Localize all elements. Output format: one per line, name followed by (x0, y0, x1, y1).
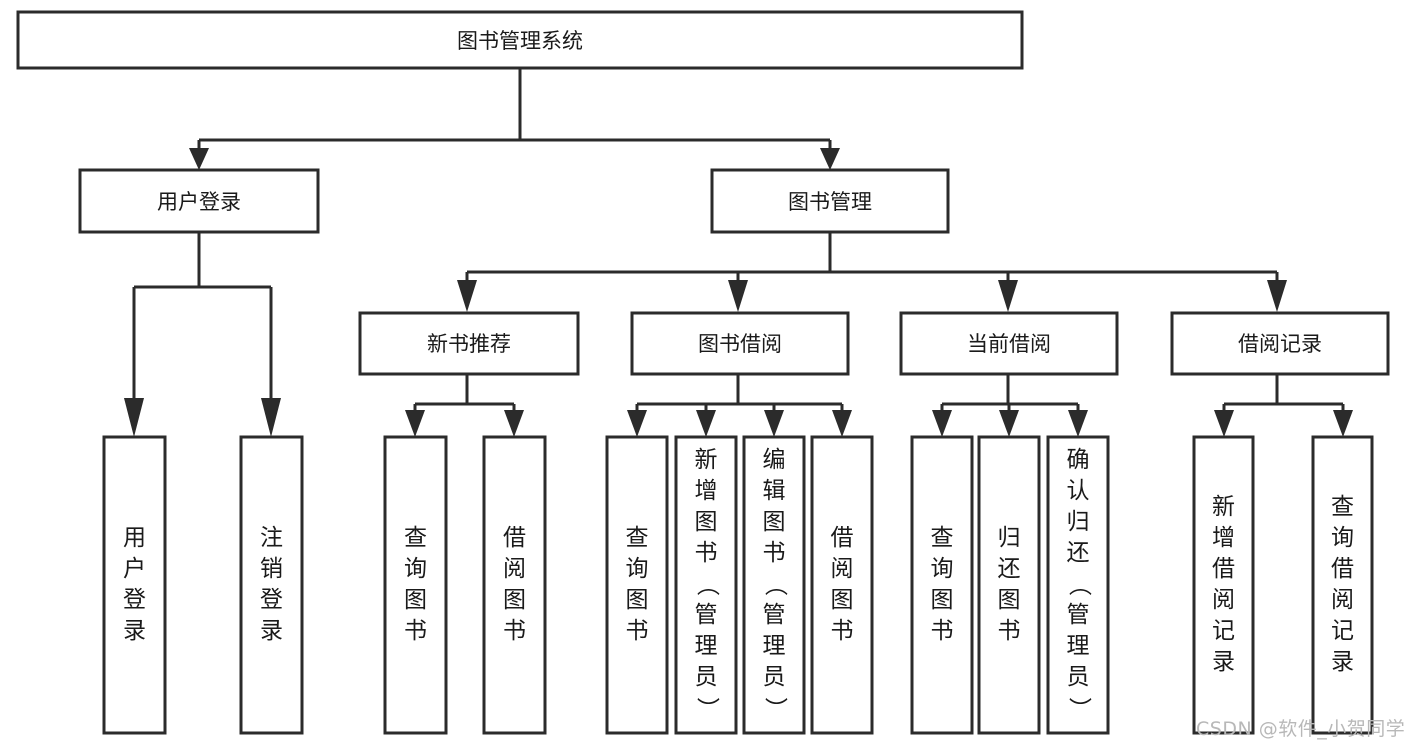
arrowhead-borrow-record (1267, 280, 1287, 312)
arrowhead-leaf-logout (261, 398, 281, 437)
arrowhead-nb-borrow (504, 410, 524, 437)
arrowhead-bb-add (696, 410, 716, 437)
node-current-borrow-box[interactable] (899, 311, 1119, 376)
node-borrow-record-label: 借阅记录 (1238, 332, 1322, 356)
leaf-box-cb-return-book[interactable] (977, 435, 1041, 735)
node-new-book-recommend-label: 新书推荐 (427, 332, 511, 356)
arrowhead-br-query (1333, 410, 1353, 437)
node-current-borrow-label: 当前借阅 (967, 332, 1051, 356)
arrowhead-current-borrow (998, 280, 1018, 312)
arrowhead-book-manage (820, 148, 840, 170)
arrowhead-cb-query (932, 410, 952, 437)
leaf-box-nb-query-book[interactable] (383, 435, 448, 735)
arrowhead-bb-borrow (832, 410, 852, 437)
arrowhead-cb-confirm (1068, 410, 1088, 437)
node-book-management[interactable]: 图书管理 (710, 168, 950, 234)
connector-layer (124, 68, 1353, 437)
node-book-management-label: 图书管理 (788, 190, 872, 214)
leaf-box-user-login[interactable] (102, 435, 167, 735)
leaf-box-layer (102, 435, 1374, 735)
leaf-box-cb-query-book[interactable] (910, 435, 974, 735)
arrowhead-new-book (457, 280, 477, 312)
arrowhead-cb-return (999, 410, 1019, 437)
node-borrow-record[interactable]: 借阅记录 (1170, 311, 1390, 376)
arrowhead-leaf-user-login (124, 398, 144, 437)
leaf-box-br-add-record[interactable] (1192, 435, 1255, 735)
arrowhead-nb-query (405, 410, 425, 437)
leaf-box-bb-query-book[interactable] (605, 435, 669, 735)
node-current-borrow[interactable]: 当前借阅 (899, 311, 1119, 376)
node-new-book-recommend[interactable]: 新书推荐 (358, 311, 580, 376)
arrowhead-user-login (189, 148, 209, 170)
node-new-book-recommend-box[interactable] (358, 311, 580, 376)
leaf-box-bb-edit-book[interactable] (742, 435, 806, 735)
arrowhead-bb-edit (764, 410, 784, 437)
node-book-borrow-box[interactable] (630, 311, 850, 376)
node-user-login-box[interactable] (78, 168, 320, 234)
arrowhead-br-add (1214, 410, 1234, 437)
node-root-label: 图书管理系统 (457, 29, 583, 53)
leaf-box-br-query-record[interactable] (1311, 435, 1374, 735)
leaf-box-cb-confirm-return[interactable] (1046, 435, 1110, 735)
node-user-login-label: 用户登录 (157, 190, 241, 214)
node-book-management-box[interactable] (710, 168, 950, 234)
arrowhead-bb-query (627, 410, 647, 437)
node-root[interactable]: 图书管理系统 (16, 10, 1024, 70)
node-book-borrow-label: 图书借阅 (698, 332, 782, 356)
node-borrow-record-box[interactable] (1170, 311, 1390, 376)
leaf-box-nb-borrow-book[interactable] (482, 435, 547, 735)
node-book-borrow[interactable]: 图书借阅 (630, 311, 850, 376)
leaf-box-logout[interactable] (239, 435, 304, 735)
leaf-box-bb-add-book[interactable] (674, 435, 738, 735)
node-user-login[interactable]: 用户登录 (78, 168, 320, 234)
arrowhead-book-borrow (728, 280, 748, 312)
leaf-box-bb-borrow-book[interactable] (810, 435, 874, 735)
node-root-box[interactable] (16, 10, 1024, 70)
